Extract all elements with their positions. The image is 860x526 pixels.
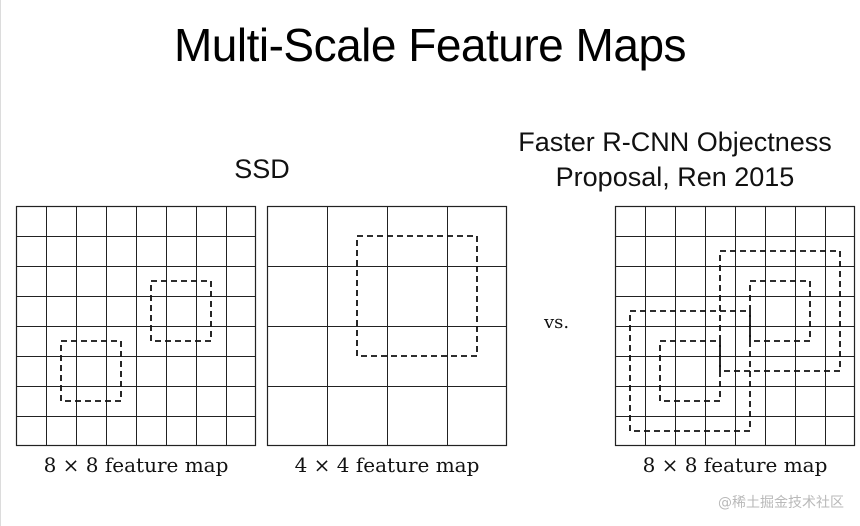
vs-label: vs. — [544, 312, 570, 333]
faster-rcnn-8x8-feature-map-grid — [614, 205, 856, 447]
watermark: @稀土掘金技术社区 — [718, 495, 844, 511]
default-box-dashed — [749, 280, 811, 342]
grid1-caption: 8 × 8 feature map — [43, 453, 229, 477]
grid2-caption: 4 × 4 feature map — [294, 453, 480, 477]
faster-rcnn-label-line2: Proposal, Ren 2015 — [555, 162, 795, 192]
ssd-label: SSD — [234, 154, 290, 184]
left-edge-rule — [0, 0, 1, 526]
ssd-8x8-feature-map-grid — [15, 205, 257, 447]
faster-rcnn-label: Faster R-CNN Objectness Proposal, Ren 20… — [480, 125, 860, 195]
grid3-caption: 8 × 8 feature map — [642, 453, 828, 477]
faster-rcnn-label-line1: Faster R-CNN Objectness — [518, 127, 832, 157]
slide-title: Multi-Scale Feature Maps — [173, 19, 687, 71]
default-box-dashed — [659, 340, 721, 402]
default-box-dashed — [60, 340, 122, 402]
default-box-dashed — [719, 250, 841, 372]
ssd-4x4-feature-map-grid — [266, 205, 508, 447]
default-box-dashed — [629, 310, 751, 432]
default-box-dashed — [150, 280, 212, 342]
default-box-dashed — [356, 235, 478, 357]
